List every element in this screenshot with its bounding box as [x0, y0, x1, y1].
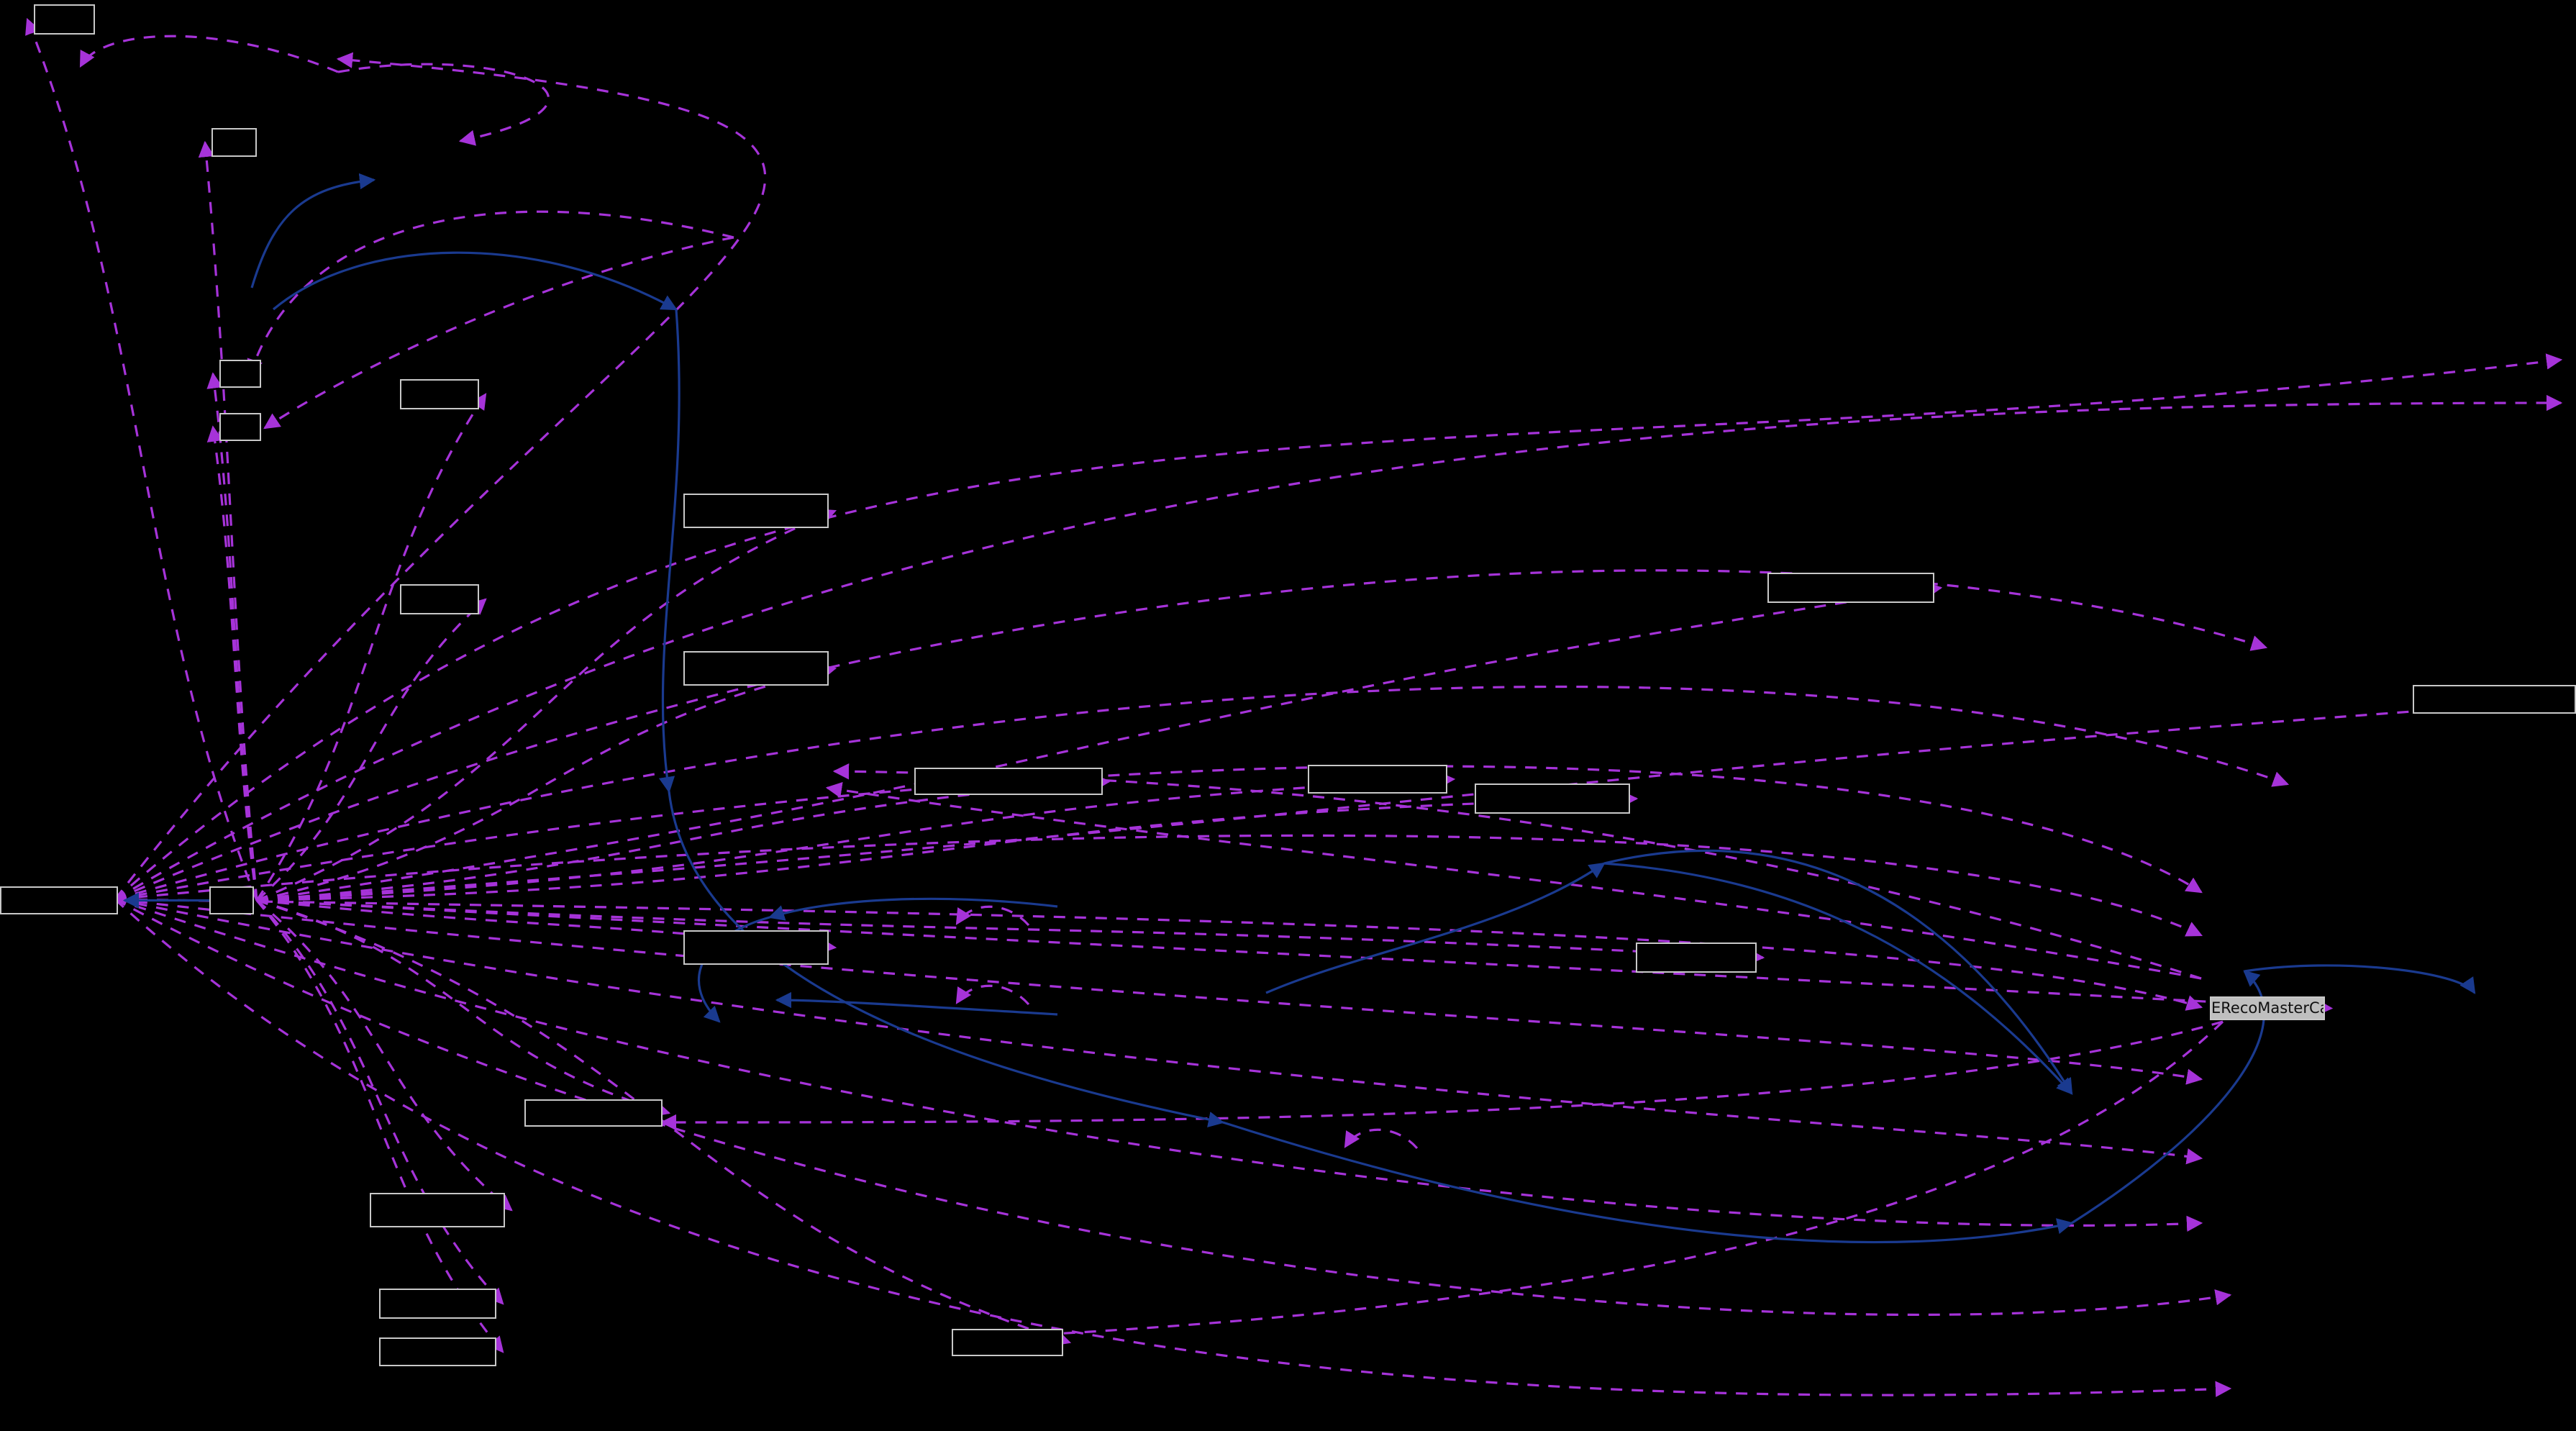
graph-edge	[955, 905, 1030, 927]
graph-node[interactable]	[683, 930, 829, 965]
graph-edge	[1222, 1121, 2074, 1244]
graph-edge	[114, 834, 2203, 937]
graph-edge	[114, 898, 2203, 1085]
graph-edge	[25, 17, 258, 901]
graph-edge	[114, 898, 2232, 1317]
graph-node[interactable]	[219, 360, 261, 388]
graph-edge	[256, 899, 671, 1117]
graph-node[interactable]	[524, 1099, 663, 1127]
graph-edge	[114, 898, 2232, 1397]
graph-node-label: ERecoMasterCallback	[2211, 1001, 2324, 1016]
graph-node[interactable]	[209, 886, 254, 914]
graph-edge	[256, 899, 1765, 966]
graph-edge	[79, 35, 339, 73]
graph-edge	[272, 251, 678, 311]
graph-edge	[2071, 970, 2265, 1225]
graph-node[interactable]	[219, 413, 261, 441]
graph-node[interactable]	[683, 651, 829, 686]
graph-edge	[660, 1020, 2224, 1131]
graph-edge	[1603, 849, 2073, 1095]
graph-edge	[255, 899, 504, 1305]
graph-edge	[255, 598, 487, 901]
graph-edge	[1265, 862, 1606, 994]
graph-edge	[114, 353, 2563, 901]
graph-edge	[969, 1020, 2224, 1346]
graph-edge	[256, 774, 1111, 902]
graph-edge	[256, 692, 2576, 902]
graph-edge	[955, 984, 1030, 1006]
graph-node[interactable]	[379, 1337, 496, 1366]
graph-edge	[825, 782, 2202, 980]
graph-edge	[768, 897, 1058, 921]
graph-node[interactable]	[2413, 685, 2576, 714]
graph-edge	[658, 309, 681, 794]
graph-edge	[114, 52, 767, 900]
graph-edge	[114, 394, 2563, 901]
graph-edge	[255, 393, 487, 901]
graph-node[interactable]	[400, 379, 479, 409]
graph-edge	[256, 771, 1456, 902]
graph-edge	[255, 899, 504, 1353]
graph-node[interactable]	[1308, 765, 1447, 794]
graph-node[interactable]	[34, 4, 95, 35]
graph-edge	[206, 372, 258, 901]
graph-edge	[247, 210, 734, 376]
graph-edge	[256, 509, 837, 901]
graph-edge	[255, 899, 513, 1212]
graph-node[interactable]	[1475, 783, 1630, 814]
graph-edge	[1344, 1128, 1419, 1150]
graph-node[interactable]	[1767, 573, 1934, 603]
graph-edge	[2244, 964, 2476, 994]
graph-edge	[114, 898, 2203, 1165]
graph-edge	[114, 898, 2203, 1232]
graph-edge	[256, 899, 837, 955]
graph-node[interactable]	[400, 584, 479, 614]
graph-edge	[256, 581, 1943, 902]
graph-edge	[256, 791, 1639, 902]
graph-edge	[775, 991, 1058, 1016]
graph-edge	[250, 173, 376, 289]
graph-edge	[114, 685, 2290, 901]
graph-edge	[114, 898, 2203, 1011]
graph-edge	[263, 236, 734, 430]
graph-node[interactable]	[211, 128, 257, 157]
graph-node[interactable]	[370, 1193, 505, 1227]
graph-edge	[256, 899, 2334, 1016]
graph-edge	[1603, 862, 2073, 1095]
graph-edge	[114, 569, 2268, 901]
graph-edge	[198, 140, 258, 901]
graph-node[interactable]	[1636, 942, 1757, 973]
graph-edge	[256, 663, 837, 902]
graph-node[interactable]	[683, 494, 829, 528]
graph-node[interactable]	[379, 1289, 496, 1319]
graph-node-current[interactable]: ERecoMasterCallback	[2210, 996, 2325, 1020]
graph-edge	[337, 63, 550, 146]
graph-edge	[206, 425, 258, 901]
graph-node[interactable]	[952, 1329, 1063, 1356]
graph-node[interactable]	[0, 886, 118, 914]
graph-node[interactable]	[914, 768, 1103, 795]
